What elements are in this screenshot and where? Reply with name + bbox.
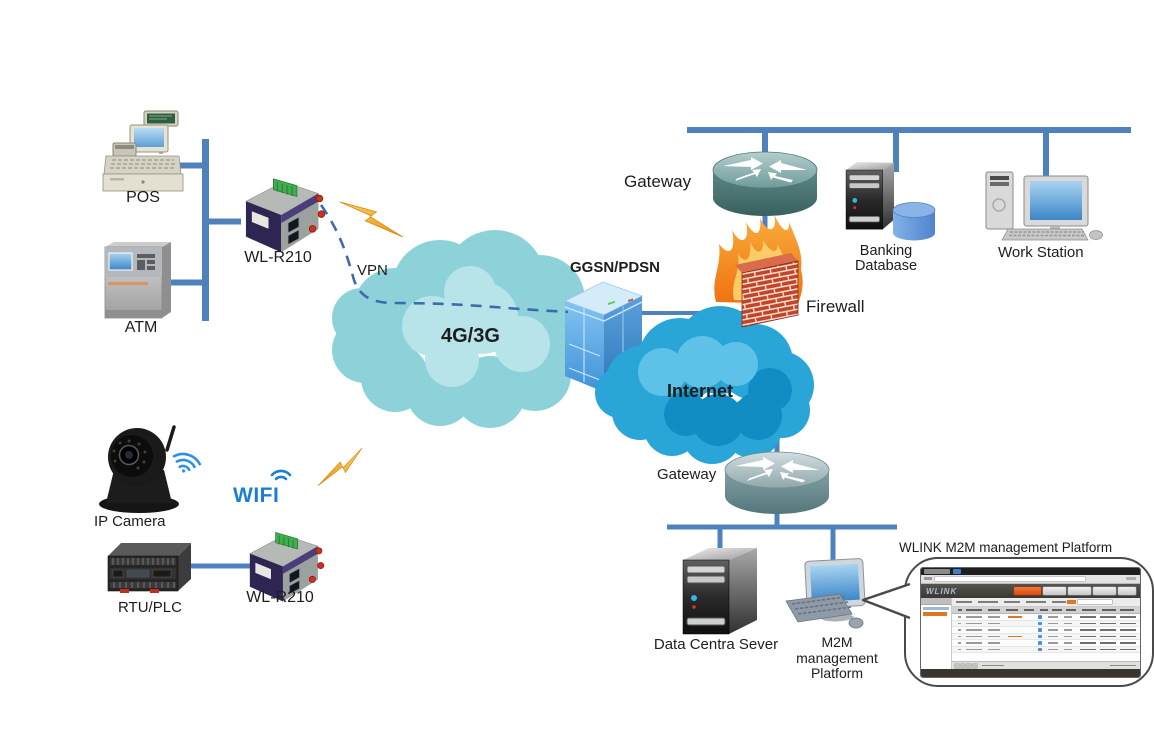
router-bottom-label: WL-R210 — [246, 589, 314, 606]
mini-browser-tabbar — [921, 568, 1140, 575]
router-top-label: WL-R210 — [244, 249, 312, 266]
mini-button — [1118, 587, 1136, 595]
data-server-label: Data Centra Sever — [653, 636, 779, 653]
atm-label: ATM — [124, 319, 158, 336]
pos-label: POS — [126, 189, 160, 206]
mini-table-header — [952, 607, 1140, 614]
mini-sidebar-item — [923, 607, 949, 610]
mini-app-header: WLINK — [921, 584, 1140, 598]
wl-r210-router-bottom — [249, 531, 325, 602]
mini-table-row — [952, 646, 1140, 653]
work-station — [985, 171, 1103, 241]
pos-terminal — [102, 110, 184, 192]
mini-addressbar-icons — [1126, 577, 1136, 580]
mini-browser-window: WLINK — [920, 567, 1141, 678]
brick-wall-front — [741, 260, 799, 328]
atm-machine — [104, 242, 171, 319]
brick-wall-top — [735, 253, 798, 273]
lightning-bolt-bottom-icon — [317, 447, 363, 486]
mini-header-buttons — [1014, 587, 1136, 595]
antenna-connectors — [308, 194, 326, 233]
banking-db-label-line1: Banking — [859, 243, 913, 259]
data-center-server — [682, 548, 757, 635]
router-arrows-icon — [723, 157, 807, 183]
router-arrows-icon — [735, 457, 819, 483]
m2m-label-line1: M2M — [821, 634, 853, 650]
mini-sidebar — [921, 598, 952, 669]
ip-camera — [99, 425, 179, 513]
mini-browser-newtab — [953, 569, 961, 574]
m2m-label: M2M management Platform — [782, 634, 892, 682]
internet-label: Internet — [667, 381, 734, 401]
mini-app-footer — [921, 669, 1140, 677]
m2m-computer — [785, 558, 866, 629]
callout-pointer — [861, 582, 911, 620]
mini-toolbar — [952, 598, 1140, 607]
mini-button — [1093, 587, 1116, 595]
mini-toolbar-chip — [1067, 599, 1076, 604]
wifi-label: WIFI — [233, 484, 280, 507]
gateway-router-top — [712, 151, 818, 216]
mini-search-box — [1078, 599, 1112, 604]
wifi-waves-icon — [172, 452, 202, 473]
mini-table-row — [952, 614, 1140, 621]
mini-table-row — [952, 633, 1140, 640]
ggsn-label: GGSN/PDSN — [570, 259, 661, 276]
vpn-label: VPN — [357, 262, 388, 279]
banking-database-server — [845, 162, 894, 230]
platform-callout-bubble: WLINK — [904, 557, 1154, 687]
mini-pagination — [952, 661, 1140, 669]
mini-browser-addressbar — [921, 575, 1140, 584]
gateway-top-label: Gateway — [624, 172, 692, 191]
mini-button-primary — [1014, 587, 1041, 595]
work-station-label: Work Station — [998, 244, 1084, 261]
antenna-connectors — [308, 547, 325, 583]
rtu-plc-label: RTU/PLC — [118, 599, 182, 616]
mini-button — [1068, 587, 1091, 595]
mini-sidebar-item-active — [923, 612, 947, 616]
mini-wlink-logo: WLINK — [926, 586, 958, 596]
banking-db-label: Banking Database — [846, 244, 926, 274]
mini-url-field — [935, 576, 1085, 581]
mini-button — [1043, 587, 1066, 595]
m2m-label-line3: Platform — [810, 665, 864, 681]
mini-app-body — [921, 598, 1140, 669]
cloud-internet — [595, 306, 814, 464]
mini-content — [952, 598, 1140, 669]
wl-r210-router-top — [245, 178, 326, 253]
cloud-4g3g — [332, 230, 593, 428]
lightning-bolt-top-icon — [339, 201, 404, 238]
rtu-plc — [107, 543, 191, 593]
m2m-label-line2: management — [796, 649, 878, 666]
banking-db-label-line2: Database — [854, 258, 918, 274]
cloud-4g3g-label: 4G/3G — [441, 325, 500, 347]
mini-table-row — [952, 640, 1140, 647]
wifi-logo-arcs-icon — [270, 469, 292, 481]
mini-table-row — [952, 627, 1140, 634]
gateway-bottom-label: Gateway — [657, 466, 717, 483]
mini-sidebar-header — [921, 598, 951, 605]
gateway-router-bottom — [724, 451, 830, 514]
firewall-label: Firewall — [806, 297, 865, 316]
mini-nav-buttons — [924, 577, 932, 580]
mini-table-row — [952, 620, 1140, 627]
vpn-dashed-link — [319, 204, 569, 314]
ip-camera-label: IP Camera — [94, 513, 166, 530]
mini-browser-tab — [924, 569, 950, 574]
callout-title: WLINK M2M management Platform — [899, 540, 1113, 555]
firewall — [714, 214, 803, 328]
database-cylinder — [892, 202, 936, 241]
